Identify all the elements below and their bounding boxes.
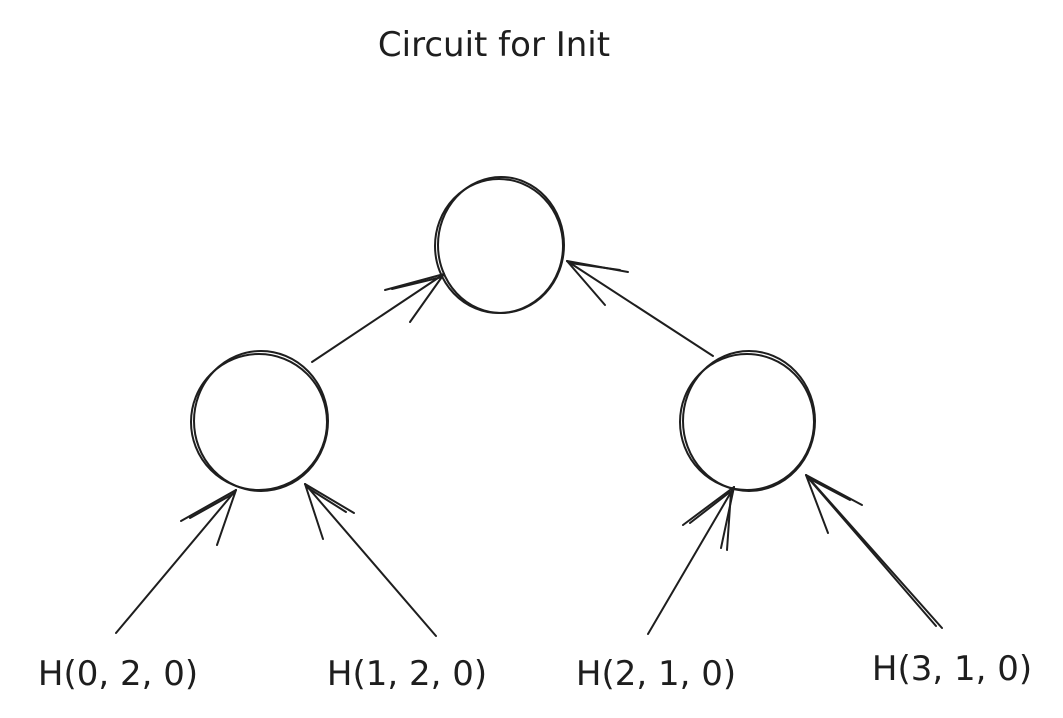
edge-leaf-0-to-left [115,489,237,634]
right-node [679,350,816,492]
edge-leaf-3-to-right [805,474,943,629]
edge-leaf-2-to-right [647,486,735,635]
leaf-label-3: H(3, 1, 0) [872,649,1032,689]
diagram-title: Circuit for Init [378,25,610,65]
leaf-label-2: H(2, 1, 0) [576,654,736,694]
edge-left-to-root [311,273,445,363]
leaf-label-0: H(0, 2, 0) [38,654,198,694]
root-node [434,176,565,314]
edge-leaf-1-to-left [304,483,437,637]
left-node [190,350,329,492]
leaf-label-1: H(1, 2, 0) [327,654,487,694]
edge-right-to-root [566,260,714,357]
